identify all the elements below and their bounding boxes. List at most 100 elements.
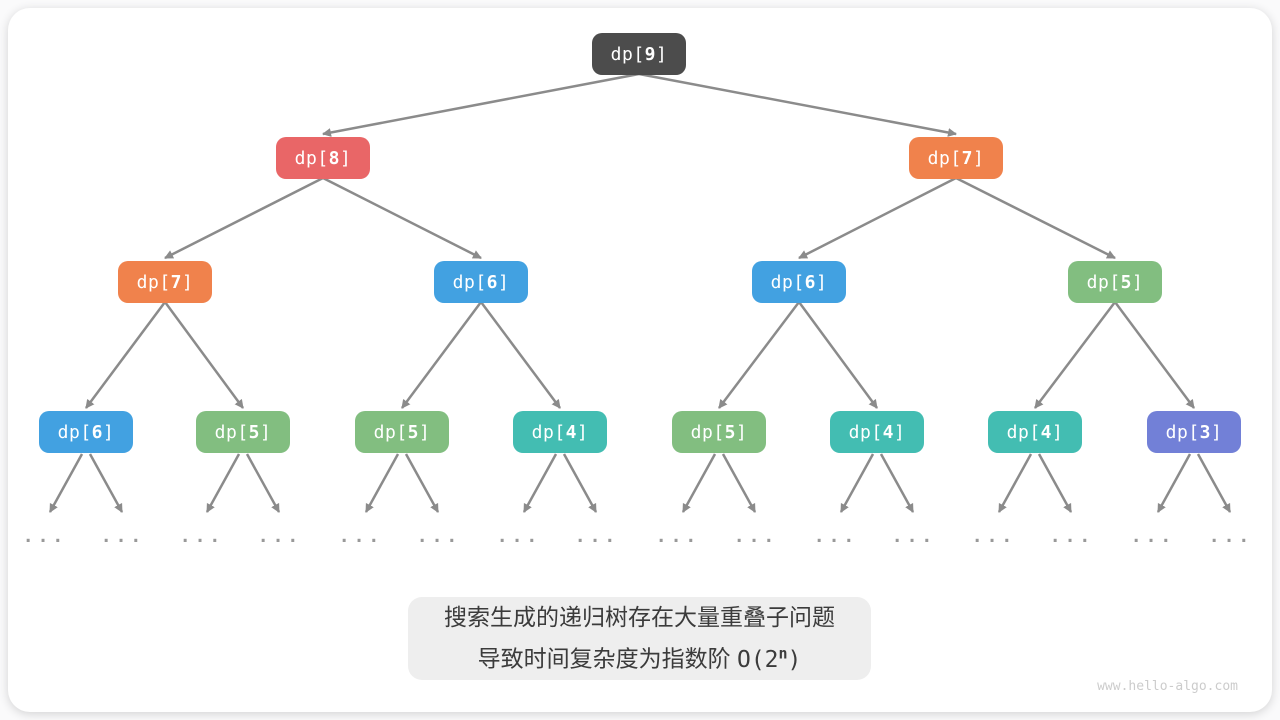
- tree-edge-arrow: [718, 301, 800, 409]
- ellipsis: ...: [257, 526, 303, 547]
- ellipsis: ...: [733, 526, 779, 547]
- tree-node-dp-4: dp[4]: [830, 411, 924, 453]
- tree-node-dp-5: dp[5]: [672, 411, 766, 453]
- tree-edge-arrow: [48, 453, 84, 513]
- node-label-num: 5: [407, 421, 419, 443]
- tree-node-dp-3: dp[3]: [1147, 411, 1241, 453]
- tree-edge-arrow: [1034, 301, 1116, 409]
- node-label-post: ]: [498, 271, 510, 293]
- ellipsis: ...: [338, 526, 384, 547]
- tree-node-dp-4: dp[4]: [988, 411, 1082, 453]
- tree-node-dp-7: dp[7]: [118, 261, 212, 303]
- tree-edge-arrow: [638, 72, 957, 137]
- caption-line-2: 导致时间复杂度为指数阶 O(2n): [477, 644, 802, 673]
- node-label-pre: dp[: [1165, 421, 1200, 443]
- node-label-pre: dp[: [214, 421, 249, 443]
- ellipsis: ...: [971, 526, 1017, 547]
- tree-edge-arrow: [479, 301, 562, 409]
- tree-edge-arrow: [997, 453, 1033, 513]
- tree-node-dp-7: dp[7]: [909, 137, 1003, 179]
- node-label-post: ]: [973, 147, 985, 169]
- tree-edge-arrow: [1037, 453, 1073, 513]
- node-label-num: 7: [961, 147, 973, 169]
- node-label-pre: dp[: [927, 147, 962, 169]
- ellipsis: ...: [1208, 526, 1254, 547]
- node-label-num: 3: [1199, 421, 1211, 443]
- node-label-num: 6: [804, 271, 816, 293]
- node-label-post: ]: [736, 421, 748, 443]
- node-label-pre: dp[: [136, 271, 171, 293]
- ellipsis: ...: [416, 526, 462, 547]
- tree-edge-arrow: [84, 301, 167, 409]
- node-label-post: ]: [1052, 421, 1064, 443]
- node-label-pre: dp[: [848, 421, 883, 443]
- node-label-num: 4: [1040, 421, 1052, 443]
- node-label-post: ]: [340, 147, 352, 169]
- ellipsis: ...: [655, 526, 701, 547]
- node-label-pre: dp[: [294, 147, 329, 169]
- tree-node-dp-5: dp[5]: [196, 411, 290, 453]
- node-label-num: 8: [328, 147, 340, 169]
- node-label-pre: dp[: [690, 421, 725, 443]
- exponent-n: n: [778, 644, 788, 663]
- ellipsis: ...: [22, 526, 68, 547]
- tree-edge-arrow: [163, 301, 245, 409]
- node-label-pre: dp[: [452, 271, 487, 293]
- tree-node-dp-5: dp[5]: [1068, 261, 1162, 303]
- caption-box: 搜索生成的递归树存在大量重叠子问题 导致时间复杂度为指数阶 O(2n): [408, 597, 871, 680]
- tree-edge-arrow: [879, 453, 915, 513]
- node-label-post: ]: [103, 421, 115, 443]
- tree-edge-arrow: [1113, 301, 1196, 409]
- node-label-pre: dp[: [57, 421, 92, 443]
- node-label-num: 6: [91, 421, 103, 443]
- ellipsis: ...: [496, 526, 542, 547]
- node-label-pre: dp[: [531, 421, 566, 443]
- tree-edge-arrow: [245, 453, 281, 513]
- tree-edge-arrow: [1156, 453, 1192, 513]
- tree-edge-arrow: [404, 453, 440, 513]
- node-label-pre: dp[: [1086, 271, 1121, 293]
- ellipsis: ...: [574, 526, 620, 547]
- node-label-post: ]: [260, 421, 272, 443]
- tree-node-dp-9: dp[9]: [592, 33, 686, 75]
- node-label-num: 4: [565, 421, 577, 443]
- tree-node-dp-8: dp[8]: [276, 137, 370, 179]
- tree-edge-arrow: [88, 453, 124, 513]
- tree-edge-arrow: [797, 301, 879, 409]
- tree-node-dp-6: dp[6]: [752, 261, 846, 303]
- tree-edge-arrow: [798, 176, 957, 260]
- node-label-post: ]: [182, 271, 194, 293]
- tree-edge-arrow: [955, 176, 1116, 260]
- tree-edge-arrow: [522, 453, 558, 513]
- tree-edge-arrow: [681, 453, 717, 513]
- tree-edge-arrow: [322, 72, 640, 137]
- tree-node-dp-4: dp[4]: [513, 411, 607, 453]
- node-label-post: ]: [894, 421, 906, 443]
- node-label-post: ]: [1132, 271, 1144, 293]
- node-label-post: ]: [1211, 421, 1223, 443]
- node-label-pre: dp[: [610, 43, 645, 65]
- node-label-pre: dp[: [373, 421, 408, 443]
- node-label-pre: dp[: [770, 271, 805, 293]
- node-label-post: ]: [419, 421, 431, 443]
- node-label-num: 5: [724, 421, 736, 443]
- tree-edge-arrow: [164, 176, 324, 260]
- ellipsis: ...: [1130, 526, 1176, 547]
- node-label-post: ]: [656, 43, 668, 65]
- tree-edge-arrow: [721, 453, 757, 513]
- node-label-num: 5: [1120, 271, 1132, 293]
- watermark: www.hello-algo.com: [1097, 679, 1238, 694]
- node-label-num: 9: [644, 43, 656, 65]
- tree-edge-arrow: [1196, 453, 1232, 513]
- node-label-num: 4: [882, 421, 894, 443]
- tree-edge-arrow: [205, 453, 241, 513]
- tree-edge-arrow: [839, 453, 875, 513]
- ellipsis: ...: [1049, 526, 1095, 547]
- ellipsis: ...: [179, 526, 225, 547]
- caption-line-1: 搜索生成的递归树存在大量重叠子问题: [444, 604, 835, 631]
- tree-edge-arrow: [562, 453, 598, 513]
- node-label-post: ]: [816, 271, 828, 293]
- tree-edge-arrow: [364, 453, 400, 513]
